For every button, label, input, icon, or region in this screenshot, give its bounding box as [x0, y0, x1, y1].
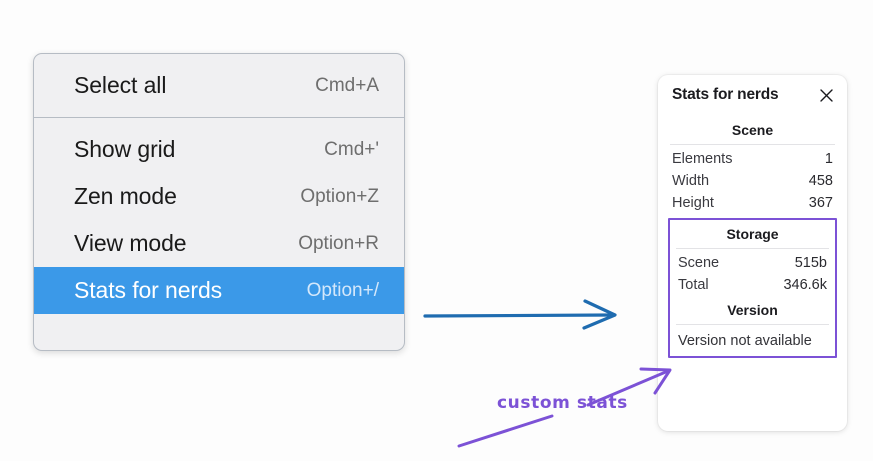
stat-row-height: Height 367	[668, 192, 837, 214]
menu-item-shortcut: Option+Z	[300, 185, 379, 207]
menu-bottom-padding	[34, 314, 404, 323]
version-note: Version not available	[678, 333, 812, 349]
stat-value: 367	[808, 195, 833, 211]
menu-item-zen-mode[interactable]: Zen mode Option+Z	[34, 173, 404, 220]
version-section: Version Version not available	[674, 296, 831, 352]
menu-item-select-all[interactable]: Select all Cmd+A	[34, 62, 404, 109]
menu-item-shortcut: Option+R	[298, 232, 379, 254]
stat-key: Width	[672, 173, 710, 189]
menu-item-label: Select all	[74, 72, 167, 98]
custom-stats-annotation-label: custom stats	[497, 393, 628, 413]
menu-group-padding-2	[34, 118, 404, 126]
stats-for-nerds-panel: Stats for nerds Scene Elements 1 Width 4…	[658, 75, 847, 431]
menu-item-shortcut: Cmd+'	[324, 138, 379, 160]
menu-separator	[34, 117, 404, 118]
stat-value: 1	[824, 151, 833, 167]
storage-section: Storage Scene 515b Total 346.6k	[674, 220, 831, 296]
storage-section-heading: Storage	[726, 226, 779, 242]
menu-item-label: Stats for nerds	[74, 277, 223, 303]
arrow-right-icon	[423, 299, 617, 330]
stats-panel-header: Stats for nerds	[668, 86, 837, 104]
custom-stats-highlight-box: Storage Scene 515b Total 346.6k Version …	[668, 218, 837, 358]
stat-value: 515b	[794, 255, 827, 271]
scene-divider	[670, 144, 835, 145]
scene-section: Scene Elements 1 Width 458 Height 367	[668, 116, 837, 214]
menu-item-shortcut: Cmd+A	[315, 74, 379, 96]
stats-panel-title: Stats for nerds	[672, 86, 779, 103]
version-section-heading: Version	[727, 302, 778, 318]
stat-row-storage-total: Total 346.6k	[674, 274, 831, 296]
menu-item-label: View mode	[74, 230, 187, 256]
stat-key: Height	[672, 195, 714, 211]
stat-value: 458	[808, 173, 833, 189]
storage-divider	[676, 248, 829, 249]
menu-item-label: Zen mode	[74, 183, 177, 209]
version-divider	[676, 324, 829, 325]
stat-row-elements: Elements 1	[668, 148, 837, 170]
stat-row-storage-scene: Scene 515b	[674, 252, 831, 274]
stat-key: Total	[678, 277, 709, 293]
context-menu: Select all Cmd+A Show grid Cmd+' Zen mod…	[33, 53, 405, 351]
underline-stroke-icon	[457, 414, 554, 448]
menu-item-label: Show grid	[74, 136, 176, 162]
menu-item-shortcut: Option+/	[306, 279, 379, 301]
close-icon[interactable]	[818, 87, 835, 104]
menu-top-padding	[34, 54, 404, 62]
menu-item-show-grid[interactable]: Show grid Cmd+'	[34, 126, 404, 173]
stat-key: Elements	[672, 151, 733, 167]
scene-section-heading: Scene	[731, 122, 774, 138]
menu-item-stats-for-nerds[interactable]: Stats for nerds Option+/	[34, 267, 404, 314]
stat-key: Scene	[678, 255, 720, 271]
stat-value: 346.6k	[783, 277, 827, 293]
menu-group-padding	[34, 109, 404, 117]
stat-row-width: Width 458	[668, 170, 837, 192]
menu-item-view-mode[interactable]: View mode Option+R	[34, 220, 404, 267]
